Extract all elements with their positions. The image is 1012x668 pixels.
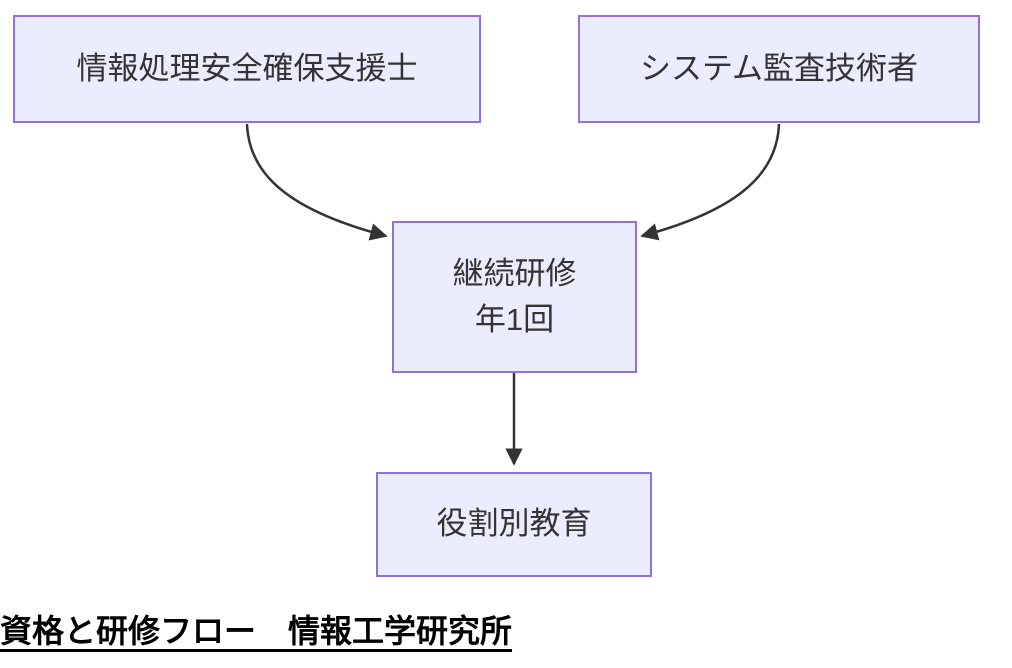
node-system-auditor-label: システム監査技術者 bbox=[639, 50, 919, 86]
edge-system-auditor-to-continuing-training bbox=[640, 123, 781, 241]
node-continuing-training: 継続研修 年1回 bbox=[392, 221, 637, 373]
node-security-specialist: 情報処理安全確保支援士 bbox=[13, 15, 481, 123]
node-role-based-education-label: 役割別教育 bbox=[436, 506, 592, 542]
edge-security-specialist-to-continuing-training bbox=[245, 123, 388, 241]
node-system-auditor: システム監査技術者 bbox=[578, 15, 980, 123]
node-role-based-education: 役割別教育 bbox=[376, 472, 652, 577]
diagram-caption: 資格と研修フロー 情報工学研究所 bbox=[0, 613, 513, 649]
node-continuing-training-label-line2: 年1回 bbox=[474, 302, 555, 337]
node-security-specialist-label: 情報処理安全確保支援士 bbox=[76, 50, 418, 86]
node-continuing-training-label-line1: 継続研修 bbox=[452, 255, 577, 291]
